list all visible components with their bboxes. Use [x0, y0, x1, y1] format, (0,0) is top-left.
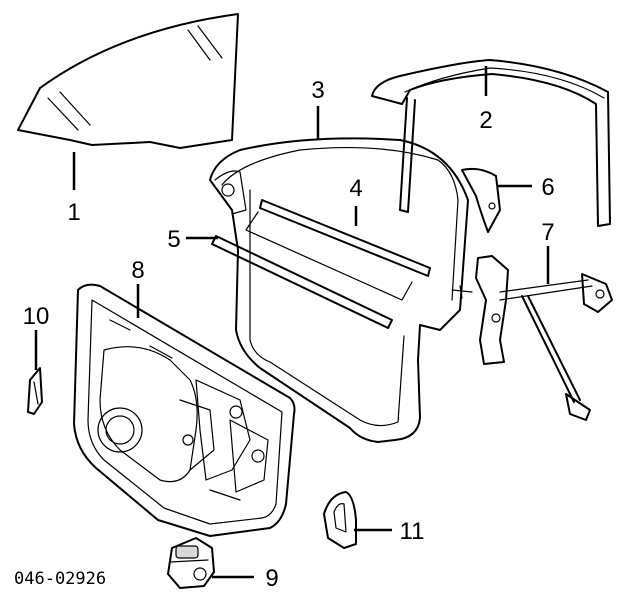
callout-8: 8 — [131, 257, 144, 284]
callout-1: 1 — [67, 199, 80, 226]
part-1-window-glass — [17, 13, 239, 149]
callout-5: 5 — [167, 226, 180, 253]
leader-lines — [34, 66, 550, 579]
callout-6: 6 — [541, 174, 554, 201]
part-8-door-panel — [73, 283, 296, 537]
part-7-window-regulator — [475, 255, 613, 421]
callout-labels: 1 2 3 4 5 6 7 8 9 10 11 — [23, 77, 555, 592]
callout-4: 4 — [349, 175, 362, 202]
part-5-inner-weatherstrip — [211, 235, 393, 329]
part-4-belt-moulding — [245, 199, 431, 301]
part-10-trim-clip — [27, 367, 43, 415]
part-2-glass-run-channel — [371, 59, 611, 227]
callout-9: 9 — [265, 565, 278, 592]
part-11-handle-bracket — [323, 491, 357, 549]
callout-10: 10 — [23, 303, 50, 330]
callout-3: 3 — [311, 77, 324, 104]
callout-2: 2 — [479, 107, 492, 134]
part-9-window-motor — [167, 537, 215, 589]
callout-11: 11 — [400, 518, 425, 545]
callout-7: 7 — [541, 219, 554, 246]
part-3-door-frame — [209, 137, 473, 443]
diagram-part-code: 046-02926 — [14, 569, 106, 589]
part-6-mirror-patch — [461, 167, 501, 233]
